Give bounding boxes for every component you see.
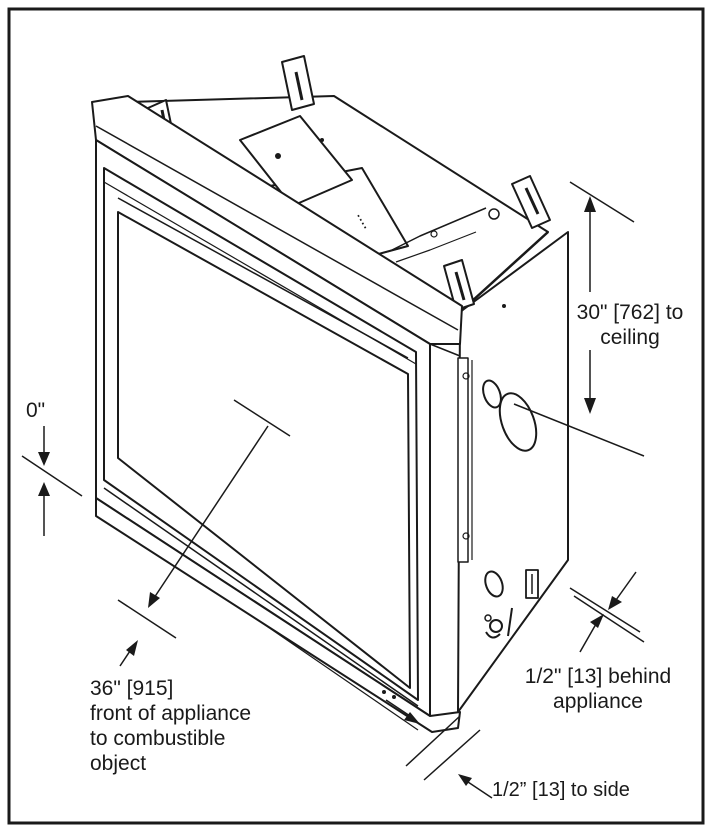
front-clearance-line-4: object (90, 752, 147, 775)
front-arrow-down (148, 592, 160, 608)
bottom-base (95, 497, 461, 733)
ceiling-clearance-line-2: ceiling (600, 326, 660, 349)
front-clearance-label: 36" [915] front of appliance to combusti… (90, 676, 251, 776)
gas-inlet-hole (484, 570, 504, 598)
gas-valve (489, 619, 503, 633)
zero-arrow-down (38, 452, 50, 466)
standoff-bracket-rear-right (281, 55, 315, 111)
electrical-box (525, 569, 539, 599)
fireplace-appliance: ▪ ▪ ▪ ▪ (91, 55, 569, 733)
ceiling-clearance-label: 30" [762] to ceiling (560, 300, 700, 350)
behind-extension-line-2 (573, 595, 645, 643)
zero-arrow-up (38, 482, 50, 496)
front-dimension-line (153, 425, 269, 599)
standoff-bracket-front-left (443, 259, 475, 311)
side-extension-line-1 (405, 715, 461, 767)
front-clearance-line-1: 36" [915] (90, 677, 174, 700)
diagram-frame (7, 7, 705, 825)
zero-clearance-extension (21, 455, 83, 497)
front-clearance-line-3: to combustible (90, 727, 226, 750)
side-vent-hole-small (482, 379, 502, 409)
behind-clearance-line-2: appliance (553, 690, 643, 713)
behind-extension-line-1 (569, 587, 641, 633)
front-reference-line (233, 399, 291, 437)
side-arrow-1-shaft (385, 699, 411, 717)
side-extension-line-2 (423, 729, 481, 781)
side-vent-hole-large (498, 392, 538, 452)
front-extension-line (117, 599, 177, 639)
side-arrow-2 (458, 774, 472, 786)
side-clearance-label: 1/2” [13] to side (492, 779, 630, 801)
side-arrow-1 (404, 712, 420, 724)
behind-arrow-2 (590, 614, 604, 628)
top-plate (239, 115, 353, 207)
ceiling-arrow-up (584, 196, 596, 212)
behind-arrow-1-shaft (615, 571, 637, 601)
front-arrow-up (126, 640, 138, 656)
dimension-lines (21, 181, 645, 799)
appliance-side-panel (457, 231, 569, 713)
behind-clearance-line-1: 1/2" [13] behind (524, 665, 672, 688)
ceiling-extension-line-bottom (513, 403, 645, 457)
ceiling-clearance-line-1: 30" [762] to (576, 301, 684, 324)
ceiling-arrow-down (584, 398, 596, 414)
side-rail (457, 357, 469, 563)
behind-arrow-1 (608, 596, 622, 610)
glass-panel (117, 211, 411, 689)
behind-arrow-2-shaft (579, 623, 597, 653)
ceiling-extension-line-top (569, 181, 635, 223)
front-clearance-line-2: front of appliance (90, 702, 252, 725)
zero-clearance-label: 0" (26, 399, 46, 422)
side-arrow-2-shaft (467, 781, 493, 799)
front-inner-frame (103, 167, 419, 701)
standoff-bracket-front-right (511, 175, 551, 229)
behind-clearance-label: 1/2" [13] behind appliance (508, 664, 688, 714)
